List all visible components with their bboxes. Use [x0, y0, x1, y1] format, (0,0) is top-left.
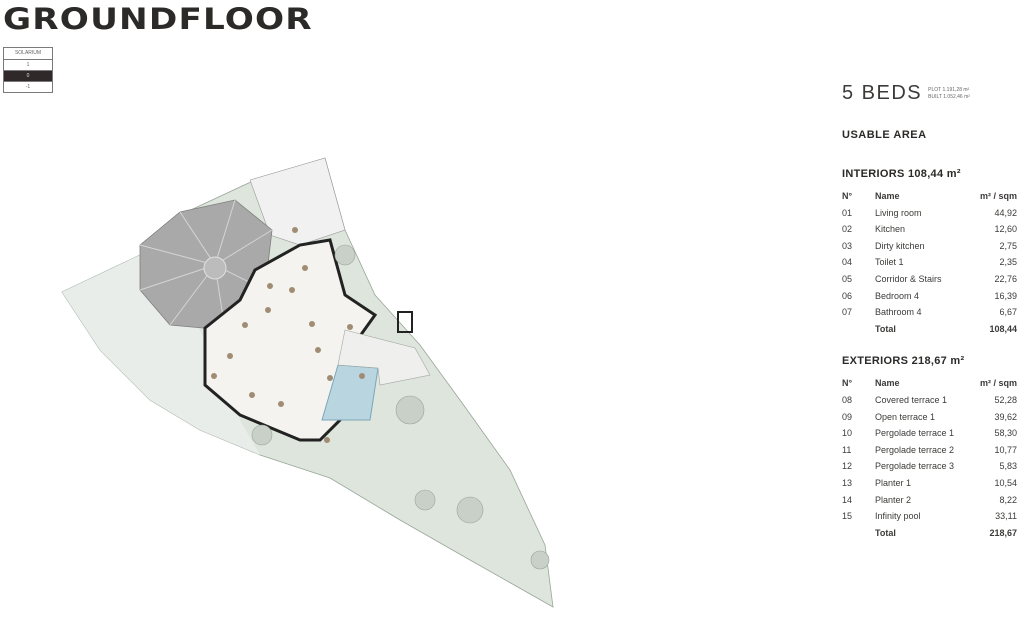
row-area: 6,67: [999, 307, 1017, 318]
row-number: 01: [842, 207, 853, 218]
row-name: Toilet 1: [875, 257, 904, 268]
floor-plan: [61, 157, 554, 608]
page-title: GROUNDFLOOR: [3, 2, 313, 36]
row-number: 09: [842, 411, 853, 422]
header-area: m² / sqm: [979, 191, 1017, 201]
usable-area-heading: USABLE AREA: [842, 129, 927, 141]
row-name: Infinity pool: [875, 511, 921, 522]
total-row: Total 108,44: [842, 321, 1017, 338]
level-selector: SOLARIUM 1 0 -1: [3, 47, 53, 93]
row-area: 44,92: [994, 207, 1017, 218]
row-number: 02: [842, 224, 853, 235]
total-label: Total: [875, 527, 896, 538]
annex: [397, 311, 413, 333]
interiors-table: N° Name m² / sqm 01 Living room 44,92 02 Kit…: [842, 188, 1017, 337]
row-area: 52,28: [994, 394, 1017, 405]
row-name: Open terrace 1: [875, 411, 936, 422]
row-number: 07: [842, 307, 853, 318]
total-value: 108,44: [989, 323, 1017, 334]
row-area: 22,76: [994, 273, 1017, 284]
total-row: Total 218,67: [842, 525, 1017, 542]
row-number: 06: [842, 290, 853, 301]
row-area: 10,54: [994, 477, 1017, 488]
interiors-heading: INTERIORS 108,44 m²: [842, 168, 961, 180]
beds-count: 5 BEDS: [842, 82, 923, 104]
built-area: BUILT 1.052,46 m²: [928, 94, 970, 100]
row-name: Pergolade terrace 3: [875, 461, 955, 472]
row-number: 10: [842, 428, 853, 439]
table-row: 09 Open terrace 1 39,62: [842, 409, 1017, 426]
header-area: m² / sqm: [979, 378, 1017, 389]
table-row: 01 Living room 44,92: [842, 205, 1017, 222]
row-area: 33,11: [995, 511, 1017, 522]
table-row: 14 Planter 2 8,22: [842, 492, 1017, 509]
row-name: Corridor & Stairs: [875, 273, 942, 284]
total-spacer: [842, 525, 875, 542]
trees: [251, 244, 550, 570]
row-area: 58,30: [994, 428, 1017, 439]
row-number: 14: [842, 494, 853, 505]
table-row: 04 Toilet 1 2,35: [842, 254, 1017, 271]
row-name: Bedroom 4: [875, 290, 920, 301]
table-row: 06 Bedroom 4 16,39: [842, 288, 1017, 305]
row-name: Dirty kitchen: [875, 240, 925, 251]
header-number: N°: [842, 191, 853, 201]
total-value: 218,67: [989, 527, 1017, 538]
table-row: 05 Corridor & Stairs 22,76: [842, 271, 1017, 288]
table-row: 03 Dirty kitchen 2,75: [842, 238, 1017, 255]
row-number: 05: [842, 273, 853, 284]
table-header: N° Name m² / sqm: [842, 375, 1017, 392]
row-number: 15: [842, 511, 853, 522]
header-name: Name: [875, 191, 900, 201]
level-1[interactable]: 1: [4, 59, 52, 70]
level-0-active[interactable]: 0: [4, 70, 52, 81]
row-name: Pergolade terrace 2: [875, 444, 955, 455]
slope-area: [62, 255, 260, 455]
row-name: Pergolade terrace 1: [875, 428, 955, 439]
table-row: 11 Pergolade terrace 2 10,77: [842, 442, 1017, 459]
row-area: 5,83: [999, 461, 1017, 472]
row-name: Planter 1: [875, 477, 912, 488]
row-number: 13: [842, 477, 853, 488]
row-area: 39,62: [994, 411, 1017, 422]
exteriors-table: N° Name m² / sqm 08 Covered terrace 1 52,2…: [842, 375, 1017, 541]
row-number: 03: [842, 240, 853, 251]
row-name: Planter 2: [875, 494, 912, 505]
row-name: Covered terrace 1: [875, 394, 948, 405]
row-area: 16,39: [994, 290, 1017, 301]
header-name: Name: [875, 378, 900, 389]
total-label: Total: [875, 323, 896, 334]
table-row: 12 Pergolade terrace 3 5,83: [842, 458, 1017, 475]
exteriors-heading: EXTERIORS 218,67 m²: [842, 355, 965, 368]
level-minus-1[interactable]: -1: [4, 81, 52, 92]
plot-info: PLOT 1.191,28 m² BUILT 1.052,46 m²: [928, 87, 970, 101]
row-area: 8,22: [999, 494, 1017, 505]
table-header: N° Name m² / sqm: [842, 188, 1017, 205]
table-row: 13 Planter 1 10,54: [842, 475, 1017, 492]
row-number: 08: [842, 394, 853, 405]
table-row: 10 Pergolade terrace 1 58,30: [842, 425, 1017, 442]
row-number: 04: [842, 257, 853, 268]
row-name: Living room: [875, 207, 922, 218]
area-panel: 5 BEDS PLOT 1.191,28 m² BUILT 1.052,46 m…: [842, 80, 1022, 541]
row-number: 12: [842, 461, 853, 472]
row-name: Kitchen: [875, 224, 906, 235]
room-markers: [211, 227, 365, 443]
table-row: 02 Kitchen 12,60: [842, 221, 1017, 238]
total-spacer: [842, 321, 875, 338]
row-area: 2,35: [999, 257, 1017, 268]
row-area: 12,60: [994, 224, 1017, 235]
row-number: 11: [842, 444, 852, 455]
row-area: 10,77: [994, 444, 1017, 455]
plot-area: PLOT 1.191,28 m²: [928, 87, 970, 93]
level-solarium[interactable]: SOLARIUM: [14, 50, 42, 56]
table-row: 15 Infinity pool 33,11: [842, 508, 1017, 525]
table-row: 07 Bathroom 4 6,67: [842, 304, 1017, 321]
header-number: N°: [842, 378, 853, 389]
terrace: [337, 329, 431, 386]
row-name: Bathroom 4: [875, 307, 922, 318]
row-area: 2,75: [999, 240, 1017, 251]
table-row: 08 Covered terrace 1 52,28: [842, 392, 1017, 409]
